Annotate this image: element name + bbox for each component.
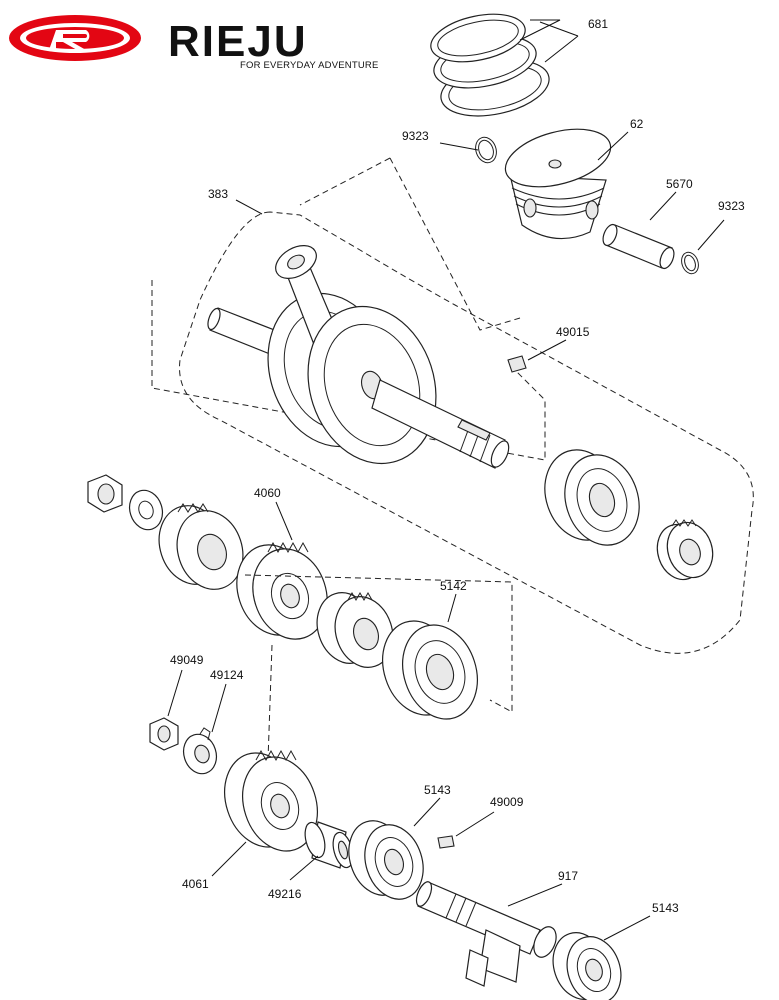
gear-4061-part (224, 749, 318, 852)
crankshaft-assembly-outline (179, 211, 754, 654)
hex-nut-49049-part (149, 717, 179, 751)
key-49009-part (437, 835, 455, 849)
piston-rings-part (430, 13, 550, 117)
label-681: 681 (588, 17, 608, 31)
rieju-logo: RIEJU FOR EVERYDAY ADVENTURE (9, 15, 379, 71)
bearing-5143-middle-part (348, 820, 424, 900)
circlip-right-part (681, 251, 699, 275)
label-9323-right: 9323 (718, 199, 745, 213)
crankshaft-part (207, 245, 510, 469)
bearing-5143-bottom-part (552, 932, 622, 1000)
label-49015: 49015 (556, 325, 590, 339)
label-917: 917 (558, 869, 578, 883)
label-4061: 4061 (182, 877, 209, 891)
logo-r-glyph (49, 30, 90, 50)
label-4060: 4060 (254, 486, 281, 500)
piston-pin-part (602, 223, 675, 270)
label-49124: 49124 (210, 668, 244, 682)
brand-tagline: FOR EVERYDAY ADVENTURE (240, 60, 379, 71)
label-49009: 49009 (490, 795, 524, 809)
brand-name: RIEJU (168, 17, 308, 66)
washer-part (128, 489, 164, 531)
bearing-5142-part (382, 620, 478, 720)
circlip-left-part (475, 136, 497, 164)
bushing-49216-part (304, 821, 354, 869)
kickstart-shaft-917-part (415, 881, 557, 987)
label-9323-left: 9323 (402, 129, 429, 143)
label-49216: 49216 (268, 887, 302, 901)
lock-washer-49124-part (182, 727, 218, 775)
primary-gear-part (158, 503, 244, 590)
woodruff-key-part (507, 355, 527, 373)
flange-nut-part (87, 474, 123, 513)
spacer-gear-part (316, 591, 394, 668)
right-main-bearing-part (544, 449, 640, 546)
label-5142: 5142 (440, 579, 467, 593)
gear-4060-part (236, 541, 328, 640)
label-62: 62 (630, 117, 644, 131)
label-5143-middle: 5143 (424, 783, 451, 797)
label-383: 383 (208, 187, 228, 201)
label-49049: 49049 (170, 653, 204, 667)
label-5670: 5670 (666, 177, 693, 191)
right-drive-gear-part (656, 519, 714, 581)
piston-part (504, 128, 612, 240)
label-5143-bottom: 5143 (652, 901, 679, 915)
